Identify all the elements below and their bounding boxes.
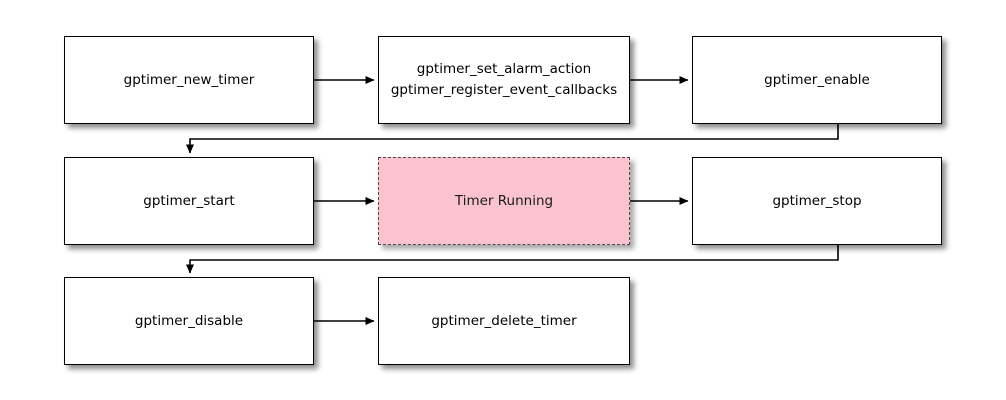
node-gptimer-delete-timer[interactable]: gptimer_delete_timer	[378, 277, 630, 365]
node-gptimer-enable[interactable]: gptimer_enable	[692, 36, 942, 124]
node-gptimer-disable[interactable]: gptimer_disable	[64, 277, 314, 365]
node-gptimer-start[interactable]: gptimer_start	[64, 157, 314, 245]
node-label: gptimer_delete_timer	[431, 312, 577, 329]
node-gptimer-stop[interactable]: gptimer_stop	[692, 157, 942, 245]
node-timer-running-state[interactable]: Timer Running	[378, 157, 630, 245]
node-gptimer-new-timer[interactable]: gptimer_new_timer	[64, 36, 314, 124]
node-label: gptimer_new_timer	[123, 71, 255, 88]
node-label: gptimer_disable	[134, 312, 244, 329]
node-label-line-1: gptimer_set_alarm_action	[416, 61, 592, 78]
edge-enable-to-start	[186, 124, 839, 154]
edge-stop-to-disable	[186, 245, 839, 274]
node-label: Timer Running	[454, 192, 554, 209]
node-label: gptimer_stop	[772, 192, 862, 209]
node-label-line-2: gptimer_register_event_callbacks	[390, 82, 618, 98]
node-label: gptimer_start	[143, 192, 235, 209]
node-gptimer-set-alarm-action[interactable]: gptimer_set_alarm_action gptimer_registe…	[378, 36, 630, 124]
node-label: gptimer_enable	[764, 71, 870, 88]
